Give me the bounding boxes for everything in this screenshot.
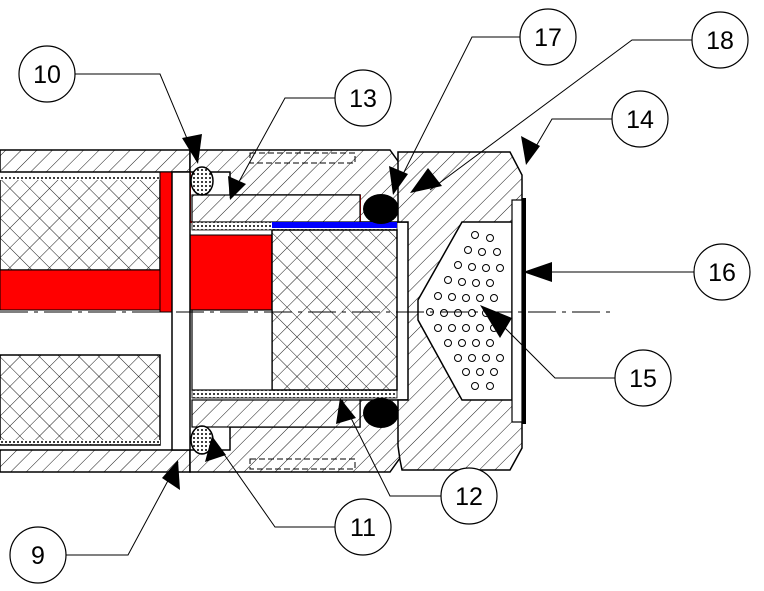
callout-17: 17 bbox=[519, 8, 577, 66]
callout-label: 14 bbox=[626, 106, 654, 134]
callout-circle bbox=[334, 498, 392, 556]
callout-label: 9 bbox=[31, 542, 45, 570]
callout-label: 15 bbox=[629, 365, 657, 393]
arrow-14 bbox=[521, 136, 540, 165]
bushing-bottom bbox=[191, 399, 361, 428]
callout-15: 15 bbox=[614, 349, 672, 407]
callout-10: 10 bbox=[18, 45, 76, 103]
leader-15 bbox=[494, 317, 615, 379]
blue-strip bbox=[272, 222, 397, 228]
arrow-13 bbox=[228, 176, 246, 200]
callout-18: 18 bbox=[691, 11, 749, 69]
leader-9 bbox=[65, 461, 179, 556]
left-cartridge-top bbox=[0, 177, 161, 271]
arrow-16 bbox=[523, 262, 552, 282]
arrow-9 bbox=[162, 460, 180, 490]
separator-plate bbox=[171, 171, 191, 451]
left-cartridge-mesh-bottom bbox=[0, 440, 160, 444]
o-ring-bottom bbox=[363, 398, 399, 428]
left-cartridge-mesh-top bbox=[0, 176, 160, 180]
outer-tube-top bbox=[0, 149, 191, 173]
leader-10 bbox=[75, 73, 197, 161]
callout-13: 13 bbox=[334, 69, 392, 127]
leader-18 bbox=[429, 39, 692, 191]
callout-circle bbox=[18, 45, 76, 103]
o-ring-17 bbox=[363, 194, 399, 224]
callout-circle bbox=[614, 349, 672, 407]
arrow-15 bbox=[480, 305, 512, 338]
arrow-12 bbox=[336, 398, 356, 424]
screen-outer bbox=[522, 198, 526, 424]
callout-circle bbox=[693, 243, 751, 301]
leader-11 bbox=[213, 439, 335, 528]
callout-16: 16 bbox=[693, 243, 751, 301]
leader-14 bbox=[527, 118, 612, 161]
callout-14: 14 bbox=[611, 90, 669, 148]
arrowheads bbox=[162, 134, 552, 490]
red-channel bbox=[0, 269, 161, 311]
leader-13 bbox=[229, 97, 335, 199]
callout-label: 18 bbox=[706, 27, 734, 55]
arrow-17 bbox=[389, 166, 408, 195]
left-cartridge-bottom bbox=[0, 354, 161, 446]
callout-9: 9 bbox=[9, 526, 67, 584]
callout-label: 12 bbox=[455, 483, 483, 511]
callout-circle bbox=[611, 90, 669, 148]
callout-circle bbox=[334, 69, 392, 127]
callout-circle bbox=[440, 467, 498, 525]
assembly-drawing bbox=[0, 149, 612, 473]
arrow-18 bbox=[410, 168, 442, 193]
callout-label: 11 bbox=[350, 514, 376, 542]
mesh-strip-bottom bbox=[191, 389, 398, 399]
callout-circle bbox=[519, 8, 577, 66]
thread-bottom bbox=[249, 458, 356, 470]
callout-label: 10 bbox=[33, 61, 61, 89]
callout-12: 12 bbox=[440, 467, 498, 525]
callout-label: 17 bbox=[534, 24, 562, 52]
o-ring-10 bbox=[190, 166, 214, 196]
outer-tube-bottom bbox=[0, 449, 191, 473]
callout-label: 16 bbox=[708, 259, 736, 287]
nozzle-screen bbox=[511, 199, 523, 423]
arrow-10 bbox=[182, 134, 202, 164]
callout-label: 13 bbox=[349, 85, 377, 113]
leader-17 bbox=[394, 36, 520, 191]
callout-circle bbox=[9, 526, 67, 584]
callout-11: 11 bbox=[334, 498, 392, 556]
red-block bbox=[189, 234, 273, 311]
inner-cartridge bbox=[271, 229, 398, 391]
thread-top bbox=[249, 152, 356, 164]
leaders bbox=[65, 36, 694, 556]
callout-circle bbox=[691, 11, 749, 69]
inner-bore bbox=[191, 309, 273, 391]
bushing-top bbox=[191, 194, 361, 223]
arrow-11 bbox=[205, 436, 226, 462]
leader-12 bbox=[341, 399, 442, 497]
